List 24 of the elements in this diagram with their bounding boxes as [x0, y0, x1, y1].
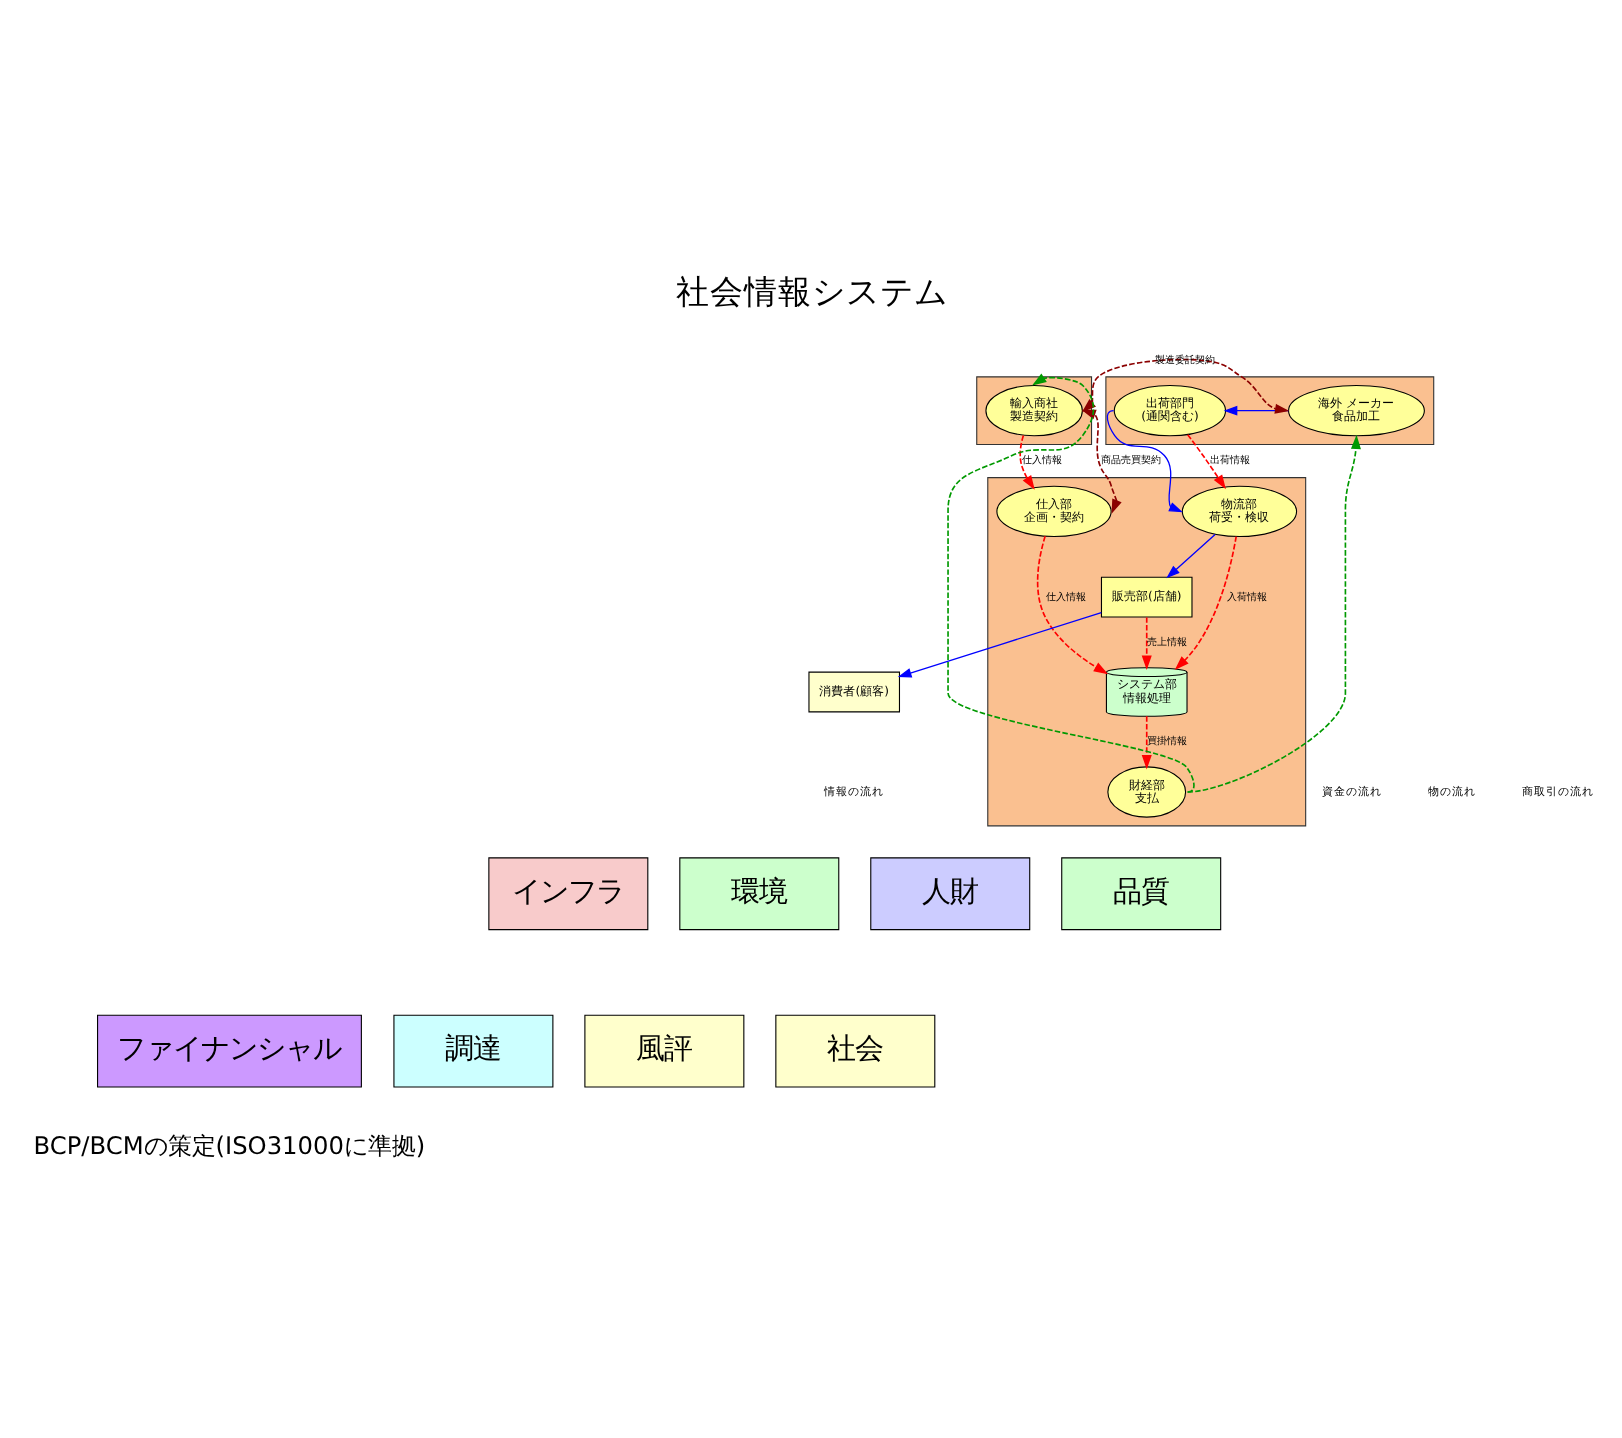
- arrow: [1222, 404, 1289, 415]
- cluster: [975, 375, 1092, 445]
- node-box: ファイナンシャル: [96, 1013, 361, 1087]
- node-box: 人財: [869, 856, 1030, 930]
- arrow: [896, 610, 1101, 677]
- arrow: [1185, 433, 1360, 792]
- arrow: [1140, 714, 1151, 769]
- node-box: 風評: [583, 1013, 744, 1087]
- arrow: [1080, 357, 1289, 413]
- arrow: [1173, 534, 1236, 669]
- node-box: 調達: [392, 1013, 553, 1087]
- arrow: [1105, 409, 1182, 512]
- arrow: [1165, 532, 1215, 578]
- node-box: インフラ: [487, 856, 648, 930]
- arrow: [1140, 615, 1151, 669]
- arrow: [1018, 433, 1034, 489]
- node-box: 品質: [1060, 856, 1221, 930]
- arrow: [1035, 534, 1108, 674]
- diagram-title: 社会情報システム: [675, 272, 947, 311]
- cluster: [1104, 375, 1434, 445]
- caption: BCP/BCMの策定(ISO31000に準拠): [32, 1130, 425, 1159]
- node-box: 社会: [774, 1013, 935, 1087]
- node-box: 環境: [678, 856, 839, 930]
- arrow: [1185, 432, 1225, 489]
